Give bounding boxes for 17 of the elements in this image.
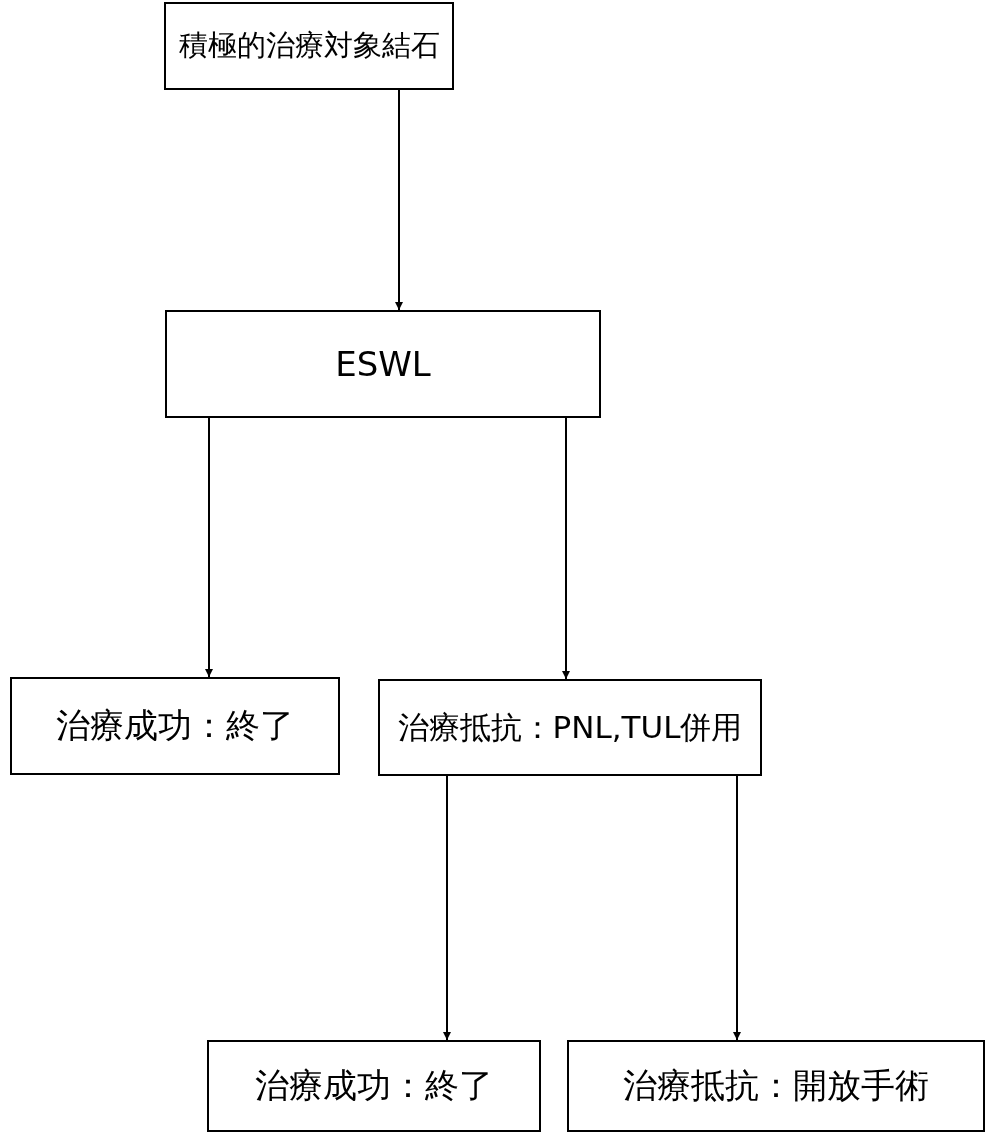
box-label: 治療抵抗：開放手術: [623, 1064, 929, 1107]
box-label: 積極的治療対象結石: [178, 27, 440, 64]
box-label: 治療抵抗：PNL,TUL併用: [397, 707, 743, 747]
process-box: [378, 679, 762, 776]
box-label: ESWL: [335, 344, 431, 384]
process-box: [10, 677, 340, 775]
arrow: [733, 775, 741, 1041]
box-label: 治療成功：終了: [255, 1064, 493, 1107]
process-box: [165, 310, 601, 418]
process-box: [207, 1040, 541, 1132]
arrow: [562, 417, 570, 680]
process-box: [567, 1040, 985, 1132]
arrow: [395, 89, 403, 311]
process-box: [164, 2, 454, 90]
arrow: [205, 417, 213, 678]
box-label: 治療成功：終了: [56, 704, 294, 747]
arrow: [443, 775, 451, 1041]
